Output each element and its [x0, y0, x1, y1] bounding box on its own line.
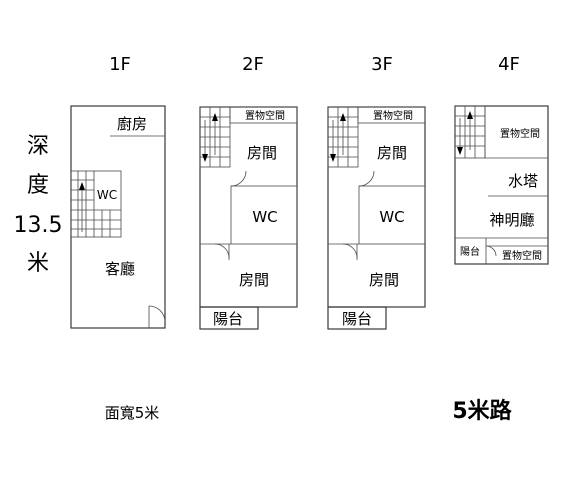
stair-arrow-head-3f-down [330, 154, 336, 162]
depth-value: 13.5 [14, 213, 63, 238]
floor-4f-plan: 置物空間 水塔 神明廳 陽台 置物空間 [454, 105, 549, 265]
frontage-width-label: 面寬5米 [105, 404, 160, 422]
depth-unit: 米 [27, 251, 49, 276]
floor-1f-stair-wc-block [70, 170, 122, 238]
room-2f-balcony: 陽台 [213, 310, 243, 328]
floor-1f-plan: 廚房 WC 客廳 [70, 105, 166, 329]
door-3f-lower-swing [342, 243, 358, 259]
floor-label-1f: 1F [109, 54, 131, 75]
stair-arrow-head-2f-up [212, 113, 218, 121]
room-2f-wc: WC [252, 208, 277, 226]
door-1f-swing [148, 305, 166, 323]
stair-arrow-head-4f-down [457, 147, 463, 155]
stair-arrow-head-1f [79, 182, 85, 190]
room-4f-water-tower: 水塔 [508, 172, 538, 190]
floor-2f-plan: 置物空間 房間 WC 房間 陽台 [199, 106, 298, 330]
stair-arrow-head-4f-up [467, 111, 473, 119]
room-1f-kitchen: 廚房 [117, 115, 147, 133]
floor-2f-balcony [199, 306, 259, 330]
floor-4f-outline [454, 105, 549, 265]
room-2f-bottom: 房間 [239, 271, 269, 289]
depth-label-line1: 深 [27, 134, 49, 159]
door-2f-lower-swing [214, 243, 230, 259]
room-4f-storage-top: 置物空間 [500, 127, 540, 140]
room-2f-top: 房間 [247, 144, 277, 162]
floor-label-3f: 3F [371, 54, 393, 75]
room-4f-shrine: 神明廳 [489, 211, 534, 229]
depth-label-line2: 度 [27, 173, 49, 198]
floor-label-2f: 2F [242, 54, 264, 75]
road-width-label: 5米路 [452, 398, 512, 424]
room-3f-bottom: 房間 [369, 271, 399, 289]
room-3f-balcony: 陽台 [342, 310, 372, 328]
room-1f-living: 客廳 [105, 260, 135, 278]
floor-1f-stair-grid [71, 171, 121, 237]
floor-label-4f: 4F [498, 54, 520, 75]
door-4f-swing [485, 245, 497, 257]
door-3f-wc-swing [358, 170, 375, 187]
stair-arrow-head-2f-down [202, 154, 208, 162]
floor-3f-balcony [327, 306, 387, 330]
stair-arrow-head-3f-up [340, 113, 346, 121]
room-3f-wc: WC [379, 208, 404, 226]
floor-3f-wc-box [358, 185, 426, 245]
room-4f-storage-bottom: 置物空間 [502, 249, 542, 262]
room-3f-top: 房間 [377, 144, 407, 162]
room-2f-storage: 置物空間 [245, 109, 285, 122]
floor-3f-plan: 置物空間 房間 WC 房間 陽台 [327, 106, 426, 330]
floor-1f-outline [70, 105, 166, 329]
room-4f-balcony: 陽台 [460, 245, 480, 258]
floor-2f-wc-box [230, 185, 298, 245]
room-1f-wc: WC [97, 188, 117, 202]
room-3f-storage: 置物空間 [373, 109, 413, 122]
door-2f-wc-swing [230, 170, 247, 187]
